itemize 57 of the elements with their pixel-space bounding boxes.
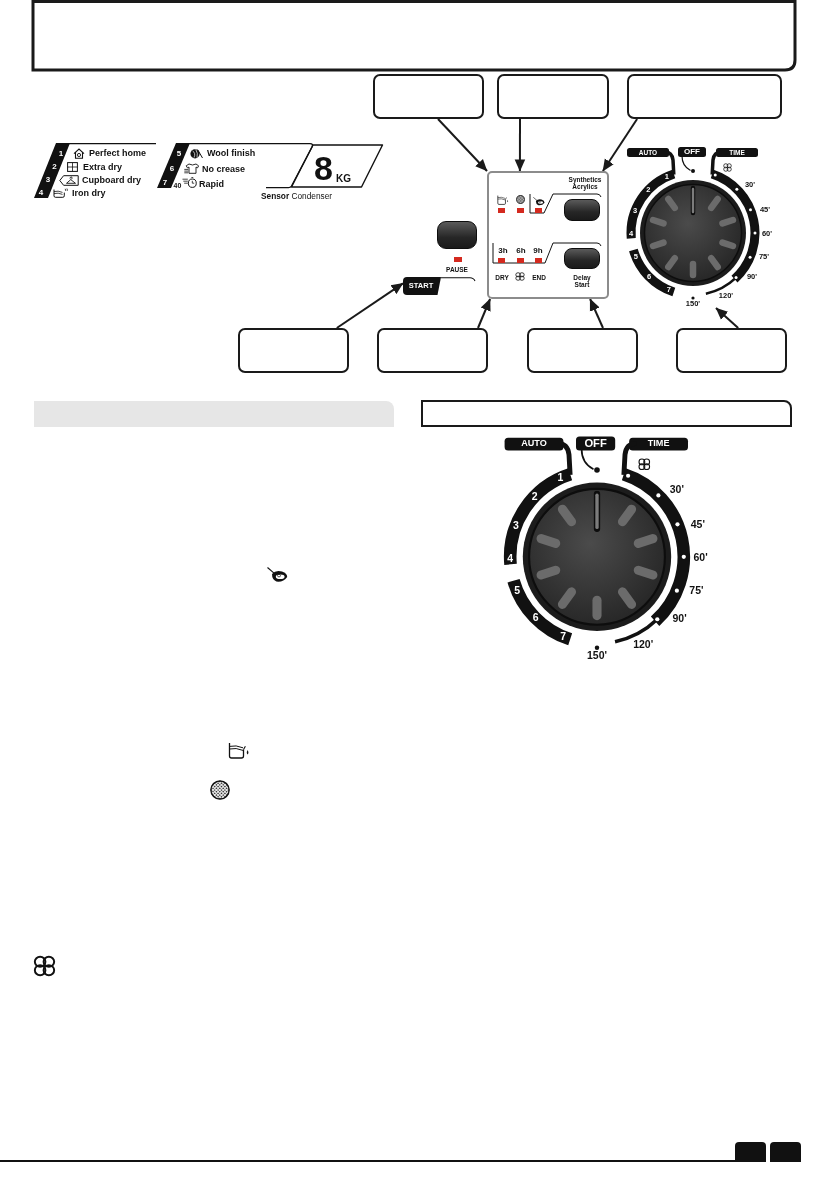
dial-mode-label: AUTO: [521, 439, 547, 450]
program-number: 1: [557, 472, 564, 484]
program-number: 6: [169, 164, 175, 174]
heading-bar: [34, 401, 394, 427]
heading-bar: [421, 400, 792, 427]
time-label: 75': [689, 585, 704, 597]
arrow: [437, 118, 488, 172]
arrow: [601, 118, 639, 172]
callout-box: [676, 328, 787, 373]
program-number: 3: [45, 175, 51, 185]
callout-box: [238, 328, 349, 373]
time-label: 60': [693, 552, 708, 564]
program-number: 5: [176, 149, 182, 159]
program-number: 7: [162, 178, 168, 188]
control-panel: [487, 171, 609, 299]
callout-box: [527, 328, 638, 373]
dial-mode-label: TIME: [647, 439, 670, 450]
time-label: 150': [587, 650, 607, 662]
callout-box: [497, 74, 609, 119]
arrow: [589, 298, 604, 329]
arrow: [335, 282, 404, 329]
program-number: 5: [514, 585, 520, 597]
dryer-type-label: Sensor Condenser: [261, 192, 333, 201]
program-name: No crease: [202, 165, 246, 175]
callout-box: [377, 328, 488, 373]
program-name: Wool finish: [207, 149, 256, 159]
program-number: 2: [52, 162, 57, 172]
callout-box: [627, 74, 782, 119]
program-name: Rapid: [199, 180, 224, 190]
program-number: 7: [560, 631, 566, 643]
time-label: 90': [672, 613, 687, 625]
timer-label: 3h: [498, 246, 508, 256]
time-label: 30': [669, 484, 684, 496]
dial-mode-label: OFF: [584, 437, 607, 450]
time-label: 45': [690, 519, 705, 531]
capacity-value: 8: [314, 151, 333, 187]
arrow: [514, 118, 526, 172]
callout-box: [373, 74, 484, 119]
arrow: [477, 298, 492, 329]
arrow: [715, 307, 740, 329]
program-number: 2: [531, 491, 538, 503]
timer-label: 6h: [516, 246, 526, 256]
program-name: Perfect home: [89, 149, 147, 159]
capacity-badge: [290, 144, 385, 188]
program-number: 1: [58, 149, 64, 159]
dial-mode-label: OFF: [684, 147, 700, 157]
program-name: Cupboard dry: [82, 176, 141, 186]
program-name: Extra dry: [83, 163, 123, 173]
timer-label: 9h: [533, 246, 543, 256]
time-label: 120': [633, 639, 654, 651]
program-number: 4: [38, 188, 44, 198]
start-tab: [403, 277, 441, 295]
capacity-unit: KG: [336, 174, 351, 185]
program-number: 3: [513, 520, 519, 532]
program-number: 4: [507, 553, 514, 564]
program-name: Iron dry: [72, 189, 106, 199]
program-number: 6: [532, 612, 539, 624]
